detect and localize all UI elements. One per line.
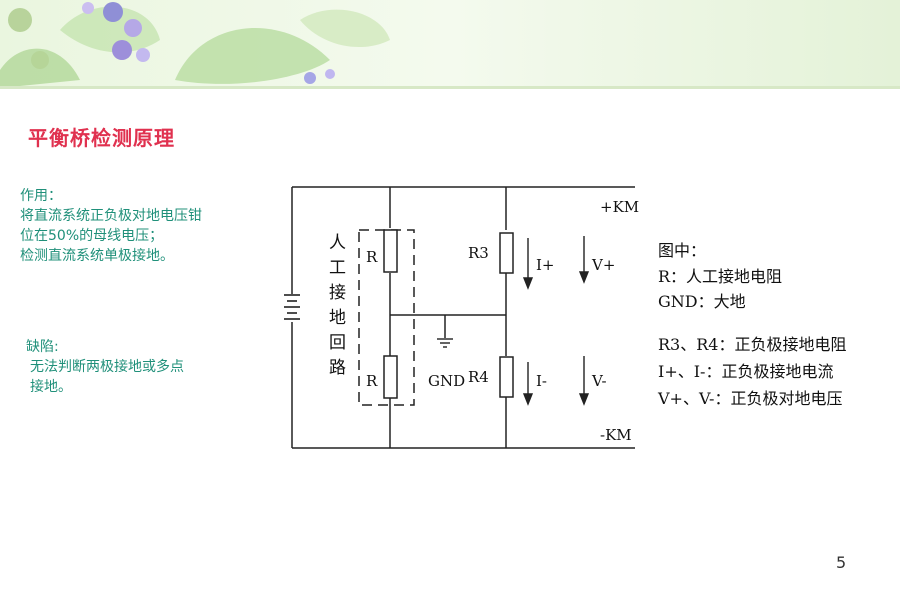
legend-line: R3、R4：正负极接地电阻 (658, 335, 846, 354)
loop-char: 地 (329, 308, 346, 328)
label-r3: R3 (468, 244, 489, 262)
loop-char: 人 (329, 233, 346, 253)
label-i-plus: I+ (536, 256, 555, 274)
grape-decoration (8, 2, 335, 84)
leaf-decoration (0, 6, 390, 88)
defect-line: 无法判断两极接地或多点 (30, 359, 184, 375)
loop-char: 回 (329, 333, 346, 353)
voltage-arrow-minus-head (578, 393, 590, 406)
resistor-r-bottom (383, 355, 398, 399)
resistor-r3 (499, 232, 514, 274)
legend-line: V+、V-：正负极对地电压 (657, 389, 842, 408)
label-pos-bus: +KM (600, 198, 639, 216)
effect-line: 检测直流系统单极接地。 (20, 248, 174, 264)
legend-line: 图中： (658, 241, 706, 260)
slide-title: 平衡桥检测原理 (28, 126, 175, 150)
defect-section: 缺陷: 无法判断两极接地或多点 接地。 (26, 337, 184, 397)
label-gnd: GND (428, 372, 465, 390)
legend-line: GND：大地 (658, 292, 746, 311)
effect-line: 位在50%的母线电压； (20, 228, 164, 244)
voltage-arrow-plus-head (578, 271, 590, 284)
effect-line: 将直流系统正负极对地电压钳 (20, 208, 202, 224)
effect-heading: 作用： (20, 188, 62, 204)
label-neg-bus: -KM (600, 426, 632, 444)
label-v-minus: V- (591, 372, 607, 390)
legend-line: R：人工接地电阻 (658, 267, 782, 286)
defect-heading: 缺陷: (26, 339, 59, 355)
effect-section: 作用： 将直流系统正负极对地电压钳 位在50%的母线电压； 检测直流系统单极接地… (20, 186, 202, 266)
label-i-minus: I- (536, 372, 547, 390)
legend-line: I+、I-：正负极接地电流 (658, 362, 833, 381)
resistor-r4 (499, 356, 514, 398)
loop-char: 工 (329, 258, 346, 278)
header-banner (0, 0, 900, 89)
current-arrow-plus-head (522, 277, 534, 290)
artificial-loop-box (358, 229, 415, 406)
resistor-r-top (383, 229, 398, 273)
defect-line: 接地。 (30, 379, 72, 395)
page-number: 5 (836, 553, 847, 572)
label-r4: R4 (468, 368, 489, 386)
loop-char: 路 (329, 358, 346, 378)
current-arrow-minus-head (522, 393, 534, 406)
label-r-bottom: R (366, 372, 378, 390)
battery-icon (284, 294, 300, 320)
ground-icon (437, 338, 453, 348)
balance-bridge-diagram: +KM -KM R R R3 R4 GND I+ I- V+ V- 人 工 接 … (284, 186, 846, 449)
label-v-plus: V+ (591, 256, 615, 274)
label-r-top: R (366, 248, 378, 266)
loop-char: 接 (329, 283, 346, 303)
